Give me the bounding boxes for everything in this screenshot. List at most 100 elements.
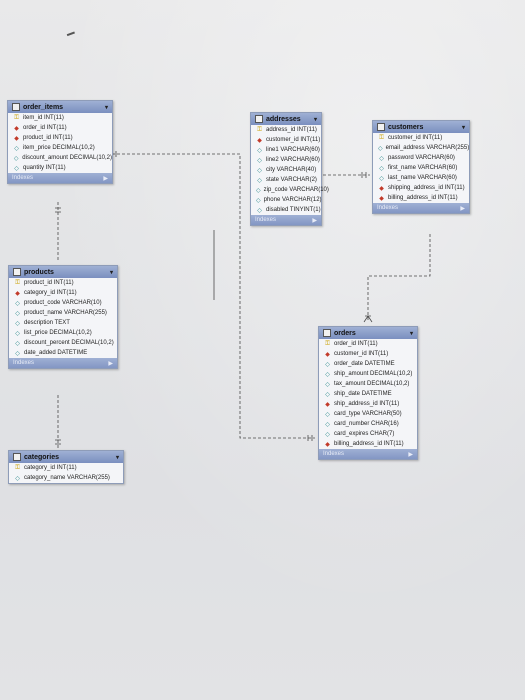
products-table[interactable]: products▾⚿product_id INT(11)◆category_id… [8, 265, 118, 369]
column-row[interactable]: ⚿address_id INT(11) [251, 125, 321, 135]
column-row[interactable]: ◇last_name VARCHAR(60) [373, 173, 469, 183]
column-row[interactable]: ◆customer_id INT(11) [319, 349, 417, 359]
column-row[interactable]: ◇zip_code VARCHAR(10) [251, 185, 329, 195]
column-text: card_expires CHAR(7) [334, 431, 395, 437]
column-row[interactable]: ◇category_name VARCHAR(255) [9, 473, 123, 483]
foreign-key-diamond-icon: ◆ [379, 185, 384, 192]
indexes-bar[interactable]: Indexes▶ [8, 173, 112, 183]
column-text: tax_amount DECIMAL(10,2) [334, 381, 410, 387]
arrow-right-icon[interactable]: ▶ [312, 217, 317, 224]
column-row[interactable]: ◇discount_percent DECIMAL(10,2) [9, 338, 117, 348]
order-items-header[interactable]: order_items▾ [8, 101, 112, 113]
column-row[interactable]: ⚿category_id INT(11) [9, 463, 123, 473]
column-text: billing_address_id INT(11) [388, 195, 458, 201]
column-diamond-icon: ◇ [14, 165, 19, 172]
column-row[interactable]: ◇tax_amount DECIMAL(10,2) [319, 379, 417, 389]
column-row[interactable]: ◆ship_address_id INT(11) [319, 399, 417, 409]
column-text: first_name VARCHAR(60) [388, 165, 458, 171]
indexes-bar[interactable]: Indexes▶ [319, 449, 417, 459]
column-row[interactable]: ◇card_expires CHAR(7) [319, 429, 417, 439]
addresses-table[interactable]: addresses ▾ ⚿address_id INT(11)◆customer_i… [250, 112, 329, 226]
column-row[interactable]: ◇phone VARCHAR(12) [251, 195, 322, 205]
column-text: category_id INT(11) [24, 290, 77, 296]
column-diamond-icon: ◇ [379, 175, 384, 182]
column-row[interactable]: ◇date_added DATETIME [9, 348, 117, 358]
column-row[interactable]: ◆product_id INT(11) [8, 133, 112, 143]
column-row[interactable]: ⚿customer_id INT(11) [373, 133, 469, 143]
indexes-bar[interactable]: Indexes ▶ [9, 358, 117, 368]
products-header[interactable]: products▾ [9, 266, 117, 278]
orders-header[interactable]: orders ▾ [319, 327, 417, 339]
column-text: description TEXT [24, 320, 70, 326]
key-icon: ⚿ [325, 340, 330, 347]
column-row[interactable]: ◇state VARCHAR(2) [251, 175, 321, 185]
column-diamond-icon: ◇ [325, 371, 330, 378]
column-row[interactable]: ◇description TEXT [9, 318, 117, 328]
column-row[interactable]: ◇order_date DATETIME [319, 359, 417, 369]
indexes-label: Indexes [13, 360, 35, 366]
column-text: password VARCHAR(60) [388, 155, 455, 161]
orders-table[interactable]: orders ▾ ⚿order_id INT(11)◆customer_id INT… [318, 326, 418, 460]
column-row[interactable]: ◆category_id INT(11) [9, 288, 117, 298]
chevron-down-icon[interactable]: ▾ [104, 104, 108, 111]
column-text: category_name VARCHAR(255) [24, 475, 110, 481]
column-row[interactable]: ◇quantity INT(11) [8, 163, 112, 173]
column-row[interactable]: ◇first_name VARCHAR(60) [373, 163, 469, 173]
column-row[interactable]: ◆customer_id INT(11) [251, 135, 321, 145]
customers-header[interactable]: customers▾ [373, 121, 469, 133]
column-text: date_added DATETIME [24, 350, 88, 356]
column-row[interactable]: ⚿order_id INT(11) [319, 339, 417, 349]
column-row[interactable]: ◆order_id INT(11) [8, 123, 112, 133]
table-icon [377, 123, 385, 131]
column-row[interactable]: ⚿product_id INT(11) [9, 278, 117, 288]
key-icon: ⚿ [257, 126, 262, 133]
column-row[interactable]: ◆billing_address_id INT(11) [319, 439, 417, 449]
customers-table[interactable]: customers▾⚿customer_id INT(11)◇email_add… [372, 120, 470, 214]
column-row[interactable]: ◆billing_address_id INT(11) [373, 193, 469, 203]
column-row[interactable]: ◇ship_date DATETIME [319, 389, 417, 399]
column-row[interactable]: ◇disabled TINYINT(1) [251, 205, 321, 215]
column-row[interactable]: ◇product_code VARCHAR(10) [9, 298, 117, 308]
column-row[interactable]: ◇city VARCHAR(40) [251, 165, 321, 175]
column-text: product_id INT(11) [23, 135, 73, 141]
chevron-down-icon[interactable]: ▾ [115, 454, 119, 461]
chevron-down-icon[interactable]: ▾ [409, 330, 413, 337]
addresses-header[interactable]: addresses ▾ [251, 113, 321, 125]
chevron-down-icon[interactable]: ▾ [313, 116, 317, 123]
column-row[interactable]: ◇email_address VARCHAR(255) [373, 143, 469, 153]
column-row[interactable]: ◇line1 VARCHAR(60) [251, 145, 321, 155]
order-items-table[interactable]: order_items▾⚿item_id INT(11)◆order_id IN… [7, 100, 113, 184]
arrow-right-icon[interactable]: ▶ [460, 205, 465, 212]
table-icon [13, 453, 21, 461]
column-row[interactable]: ◇discount_amount DECIMAL(10,2) [8, 153, 112, 163]
column-row[interactable]: ◇card_type VARCHAR(50) [319, 409, 417, 419]
column-row[interactable]: ◇line2 VARCHAR(60) [251, 155, 321, 165]
column-row[interactable]: ◇card_number CHAR(16) [319, 419, 417, 429]
chevron-down-icon[interactable]: ▾ [461, 124, 465, 131]
column-row[interactable]: ◆shipping_address_id INT(11) [373, 183, 469, 193]
column-row[interactable]: ◇ship_amount DECIMAL(10,2) [319, 369, 417, 379]
column-diamond-icon: ◇ [325, 421, 330, 428]
column-row[interactable]: ◇list_price DECIMAL(10,2) [9, 328, 117, 338]
column-diamond-icon: ◇ [256, 187, 261, 194]
indexes-bar[interactable]: Indexes▶ [251, 215, 321, 225]
column-text: email_address VARCHAR(255) [385, 145, 470, 151]
categories-header[interactable]: categories▾ [9, 451, 123, 463]
arrow-right-icon[interactable]: ▶ [408, 451, 413, 458]
column-text: item_price DECIMAL(10,2) [23, 145, 95, 151]
categories-table[interactable]: categories▾⚿category_id INT(11)◇category… [8, 450, 124, 484]
column-text: customer_id INT(11) [334, 351, 389, 357]
table-title: orders [334, 329, 356, 337]
column-diamond-icon: ◇ [257, 157, 262, 164]
table-title: addresses [266, 115, 301, 123]
arrow-right-icon[interactable]: ▶ [108, 360, 113, 367]
column-row[interactable]: ◇product_name VARCHAR(255) [9, 308, 117, 318]
column-row[interactable]: ◇item_price DECIMAL(10,2) [8, 143, 112, 153]
arrow-right-icon[interactable]: ▶ [103, 175, 108, 182]
indexes-bar[interactable]: Indexes▶ [373, 203, 469, 213]
chevron-down-icon[interactable]: ▾ [109, 269, 113, 276]
column-row[interactable]: ◇password VARCHAR(60) [373, 153, 469, 163]
column-text: card_type VARCHAR(50) [334, 411, 402, 417]
column-row[interactable]: ⚿item_id INT(11) [8, 113, 112, 123]
